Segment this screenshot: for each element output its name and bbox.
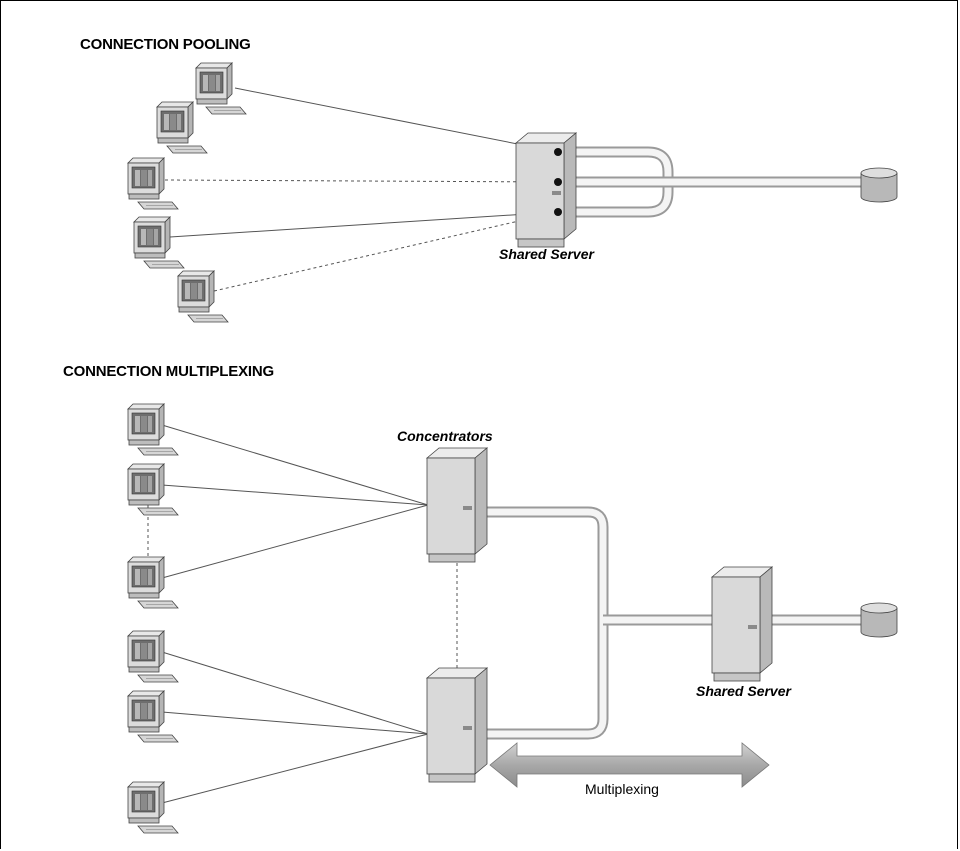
client-computer-icon (127, 690, 179, 743)
client-computer-icon (127, 781, 179, 834)
client-computer-icon (127, 556, 179, 609)
mux-line (161, 424, 429, 506)
database-cylinder-icon (860, 602, 898, 638)
pooling-line-1 (234, 87, 559, 153)
pooling-line-3 (169, 211, 559, 238)
client-computer-icon (127, 403, 179, 456)
multiplexing-arrow-label: Multiplexing (585, 781, 659, 797)
server-tower-icon (515, 132, 577, 248)
multiplexing-pipe (484, 506, 866, 740)
pooling-line-4 (213, 211, 559, 292)
pooling-pipe (558, 146, 866, 218)
port-dot (554, 178, 562, 186)
mux-line (161, 733, 429, 804)
multiplexing-title: CONNECTION MULTIPLEXING (63, 363, 274, 380)
mux-line (161, 484, 429, 506)
pooling-line-2 (164, 179, 559, 183)
server-tower-icon (426, 667, 488, 783)
client-computer-icon (177, 270, 229, 323)
database-cylinder-icon (860, 167, 898, 203)
pooling-title: CONNECTION POOLING (80, 36, 251, 53)
mux-line (161, 504, 429, 579)
multiplexing-server-label: Shared Server (696, 683, 791, 699)
client-computer-icon (127, 630, 179, 683)
double-arrow-icon (489, 742, 770, 788)
mux-line (161, 711, 429, 735)
client-computer-icon (127, 157, 179, 210)
server-tower-icon (711, 566, 773, 682)
concentrators-label: Concentrators (397, 428, 493, 444)
server-tower-icon (426, 447, 488, 563)
mux-line (161, 651, 429, 735)
client-computer-icon (127, 463, 179, 516)
client-computer-icon (133, 216, 185, 269)
port-dot (554, 148, 562, 156)
pooling-server-label: Shared Server (499, 246, 594, 262)
client-computer-icon (156, 101, 208, 154)
port-dot (554, 208, 562, 216)
